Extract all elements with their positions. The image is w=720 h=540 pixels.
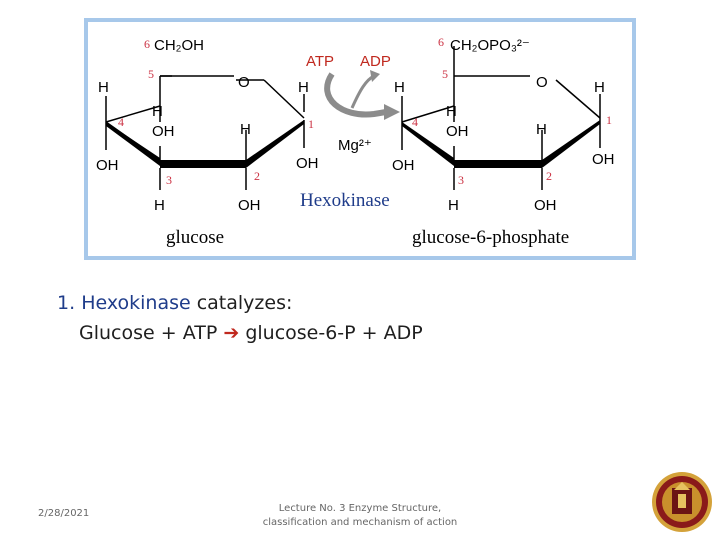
glucose-h-c2: H bbox=[240, 121, 251, 138]
g6p-c1-number: 1 bbox=[606, 113, 612, 127]
enzyme-name: Hexokinase bbox=[81, 292, 191, 314]
glucose-oh-c3: OH bbox=[152, 123, 175, 140]
glucose-oh-c2: OH bbox=[238, 197, 261, 214]
g6p-h-c3: H bbox=[448, 197, 459, 214]
g6p-structure bbox=[401, 46, 601, 190]
g6p-h-c1: H bbox=[594, 79, 605, 96]
g6p-c5-number: 5 bbox=[442, 67, 448, 81]
glucose-c6-number: 6 bbox=[144, 37, 150, 51]
glucose-c4-number: 4 bbox=[118, 115, 124, 129]
glucose-ring-oxygen: O bbox=[238, 74, 250, 91]
equation-reactants: Glucose + ATP bbox=[79, 322, 218, 344]
g6p-phosphate-group: CH₂OPO₃²⁻ bbox=[450, 37, 530, 54]
g6p-h-c2: H bbox=[536, 121, 547, 138]
reaction-arrowhead bbox=[384, 104, 400, 120]
g6p-c4-number: 4 bbox=[412, 115, 418, 129]
university-seal-logo bbox=[650, 470, 714, 534]
reaction-diagram: 6 CH₂OH 5 O H 4 OH H OH H 3 2 H OH H 1 O… bbox=[84, 18, 636, 260]
arrow-right-icon: ➔ bbox=[223, 322, 240, 344]
glucose-h-c5: H bbox=[152, 103, 163, 120]
g6p-oh-c1: OH bbox=[592, 151, 615, 168]
g6p-ring-oxygen: O bbox=[536, 74, 548, 91]
g6p-c3-number: 3 bbox=[458, 173, 464, 187]
adp-release-arrowhead bbox=[370, 70, 380, 82]
glucose-h-c4: H bbox=[98, 79, 109, 96]
g6p-c6-number: 6 bbox=[438, 35, 444, 49]
g6p-h-c4: H bbox=[394, 79, 405, 96]
footer-title: Lecture No. 3 Enzyme Structure, classifi… bbox=[252, 502, 468, 530]
glucose-c2-number: 2 bbox=[254, 169, 260, 183]
glucose-h-c3: H bbox=[154, 197, 165, 214]
g6p-h-c5: H bbox=[446, 103, 457, 120]
footer-date: 2/28/2021 bbox=[38, 508, 90, 519]
mg-cofactor: Mg²⁺ bbox=[338, 137, 372, 154]
enzyme-label: Hexokinase bbox=[300, 190, 390, 211]
reaction-description: 1. Hexokinase catalyzes: Glucose + ATP ➔… bbox=[57, 288, 423, 348]
equation-products: glucose-6-P + ADP bbox=[245, 322, 423, 344]
adp-label: ADP bbox=[360, 53, 391, 70]
atp-label: ATP bbox=[306, 53, 334, 70]
footer-title-line-2: classification and mechanism of action bbox=[262, 517, 458, 528]
g6p-oh-c3: OH bbox=[446, 123, 469, 140]
footer-title-line-1: Lecture No. 3 Enzyme Structure, bbox=[278, 503, 442, 514]
g6p-c2-number: 2 bbox=[546, 169, 552, 183]
reaction-arrow bbox=[324, 72, 387, 118]
glucose-label: glucose bbox=[166, 227, 224, 248]
glucose-c1-number: 1 bbox=[308, 117, 314, 131]
glucose-structure bbox=[105, 75, 305, 190]
g6p-label: glucose-6-phosphate bbox=[412, 227, 569, 248]
glucose-c5-number: 5 bbox=[148, 67, 154, 81]
item-number: 1. bbox=[57, 292, 76, 314]
glucose-c3-number: 3 bbox=[166, 173, 172, 187]
glucose-ch2oh: CH₂OH bbox=[154, 37, 204, 54]
g6p-oh-c4: OH bbox=[392, 157, 415, 174]
glucose-oh-c1: OH bbox=[296, 155, 319, 172]
description-line-1: 1. Hexokinase catalyzes: bbox=[57, 288, 423, 318]
glucose-h-c1: H bbox=[298, 79, 309, 96]
g6p-oh-c2: OH bbox=[534, 197, 557, 214]
description-line-2: Glucose + ATP ➔ glucose-6-P + ADP bbox=[57, 318, 423, 348]
glucose-oh-c4: OH bbox=[96, 157, 119, 174]
catalyzes-text: catalyzes: bbox=[196, 292, 293, 314]
